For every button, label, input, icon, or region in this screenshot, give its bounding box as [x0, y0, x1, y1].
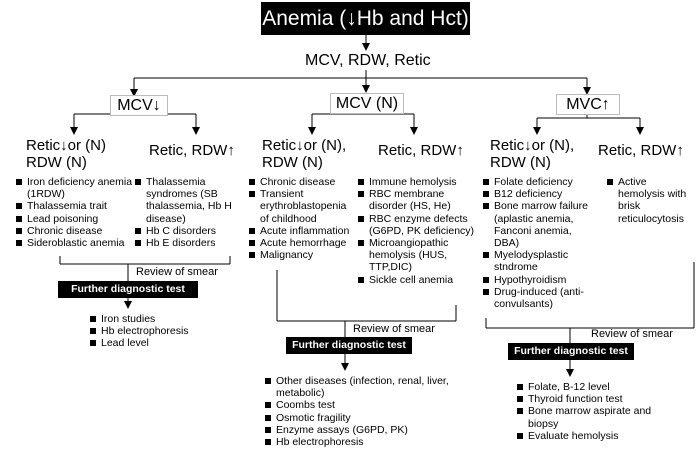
list-item: Hb E disorders — [135, 237, 255, 249]
title-box: Anemia (↓Hb and Hct) — [261, 2, 470, 35]
high-a-heading: Retic↓or (N), RDW (N) — [490, 137, 575, 171]
normal-a-list: Chronic disease Transient erythroblastop… — [249, 176, 357, 261]
high-review-label: Review of smear — [591, 328, 673, 340]
list-item: Iron studies — [90, 313, 220, 325]
list-item: Osmotic fragility — [265, 412, 485, 424]
list-item: RBC membrane disorder (HS, He) — [358, 188, 482, 212]
low-further-test-box: Further diagnostic test — [58, 281, 198, 298]
list-item: RBC enzyme defects (G6PD, PK deficiency) — [358, 213, 482, 237]
high-tests-list: Folate, B-12 level Thyroid function test… — [517, 381, 667, 442]
list-item: Folate, B-12 level — [517, 381, 667, 393]
low-a-list: Iron deficiency anemia (1RDW) Thalassemi… — [16, 176, 138, 249]
list-item: Chronic disease — [16, 225, 138, 237]
list-item: Sickle cell anemia — [358, 274, 482, 286]
mcv-low-box: MCV↓ — [110, 95, 168, 116]
normal-further-test-box: Further diagnostic test — [286, 337, 412, 354]
list-item: Acute hemorrhage — [249, 237, 357, 249]
list-item: Thyroid function test — [517, 393, 667, 405]
list-item: Evaluate hemolysis — [517, 430, 667, 442]
low-review-label: Review of smear — [136, 266, 218, 278]
level1-label: MCV, RDW, Retic — [305, 52, 431, 69]
list-item: Lead poisoning — [16, 213, 138, 225]
list-item: Hypothyroidism — [483, 274, 593, 286]
normal-review-label: Review of smear — [353, 323, 435, 335]
low-tests-list: Iron studies Hb electrophoresis Lead lev… — [90, 313, 220, 350]
list-item: Coombs test — [265, 399, 485, 411]
list-item: Acute inflammation — [249, 225, 357, 237]
list-item: Other diseases (infection, renal, liver,… — [265, 375, 485, 399]
normal-tests-list: Other diseases (infection, renal, liver,… — [265, 375, 485, 448]
normal-b-list: Immune hemolysis RBC membrane disorder (… — [358, 176, 482, 286]
list-item: Folate deficiency — [483, 176, 593, 188]
list-item: Hb C disorders — [135, 225, 255, 237]
high-b-list: Active hemolysis with brisk reticulocyto… — [607, 176, 695, 225]
low-b-list: Thalassemia syndromes (SB thalassemia, H… — [135, 176, 255, 249]
high-a-list: Folate deficiency B12 deficiency Bone ma… — [483, 176, 593, 310]
list-item: Microangiopathic hemolysis (HUS, TTP,DIC… — [358, 237, 482, 274]
list-item: Chronic disease — [249, 176, 357, 188]
list-item: Active hemolysis with brisk reticulocyto… — [607, 176, 695, 225]
list-item: Sideroblastic anemia — [16, 237, 138, 249]
list-item: Transient erythroblastopenia of childhoo… — [249, 188, 357, 225]
low-b-heading: Retic, RDW↑ — [149, 142, 235, 159]
normal-a-heading: Retic↓or (N), RDW (N) — [262, 137, 347, 171]
list-item: Bone marrow failure (aplastic anemia, Fa… — [483, 200, 593, 249]
list-item: Drug-induced (anti-convulsants) — [483, 286, 593, 310]
list-item: Immune hemolysis — [358, 176, 482, 188]
list-item: Iron deficiency anemia (1RDW) — [16, 176, 138, 200]
list-item: Myelodysplastic stndrome — [483, 249, 593, 273]
list-item: Hb electrophoresis — [90, 325, 220, 337]
normal-b-heading: Retic, RDW↑ — [378, 142, 464, 159]
list-item: Malignancy — [249, 249, 357, 261]
high-further-test-box: Further diagnostic test — [508, 343, 634, 360]
list-item: Enzyme assays (G6PD, PK) — [265, 424, 485, 436]
mcv-normal-box: MCV (N) — [330, 93, 404, 114]
list-item: Hb electrophoresis — [265, 436, 485, 448]
high-b-heading: Retic, RDW↑ — [598, 142, 684, 159]
list-item: Lead level — [90, 337, 220, 349]
list-item: Bone marrow aspirate and biopsy — [517, 405, 667, 430]
list-item: B12 deficiency — [483, 188, 593, 200]
mcv-high-box: MVC↑ — [556, 94, 620, 115]
list-item: Thalassemia syndromes (SB thalassemia, H… — [135, 176, 255, 225]
list-item: Thalassemia trait — [16, 200, 138, 212]
low-a-heading: Retic↓or (N) RDW (N) — [26, 137, 107, 171]
